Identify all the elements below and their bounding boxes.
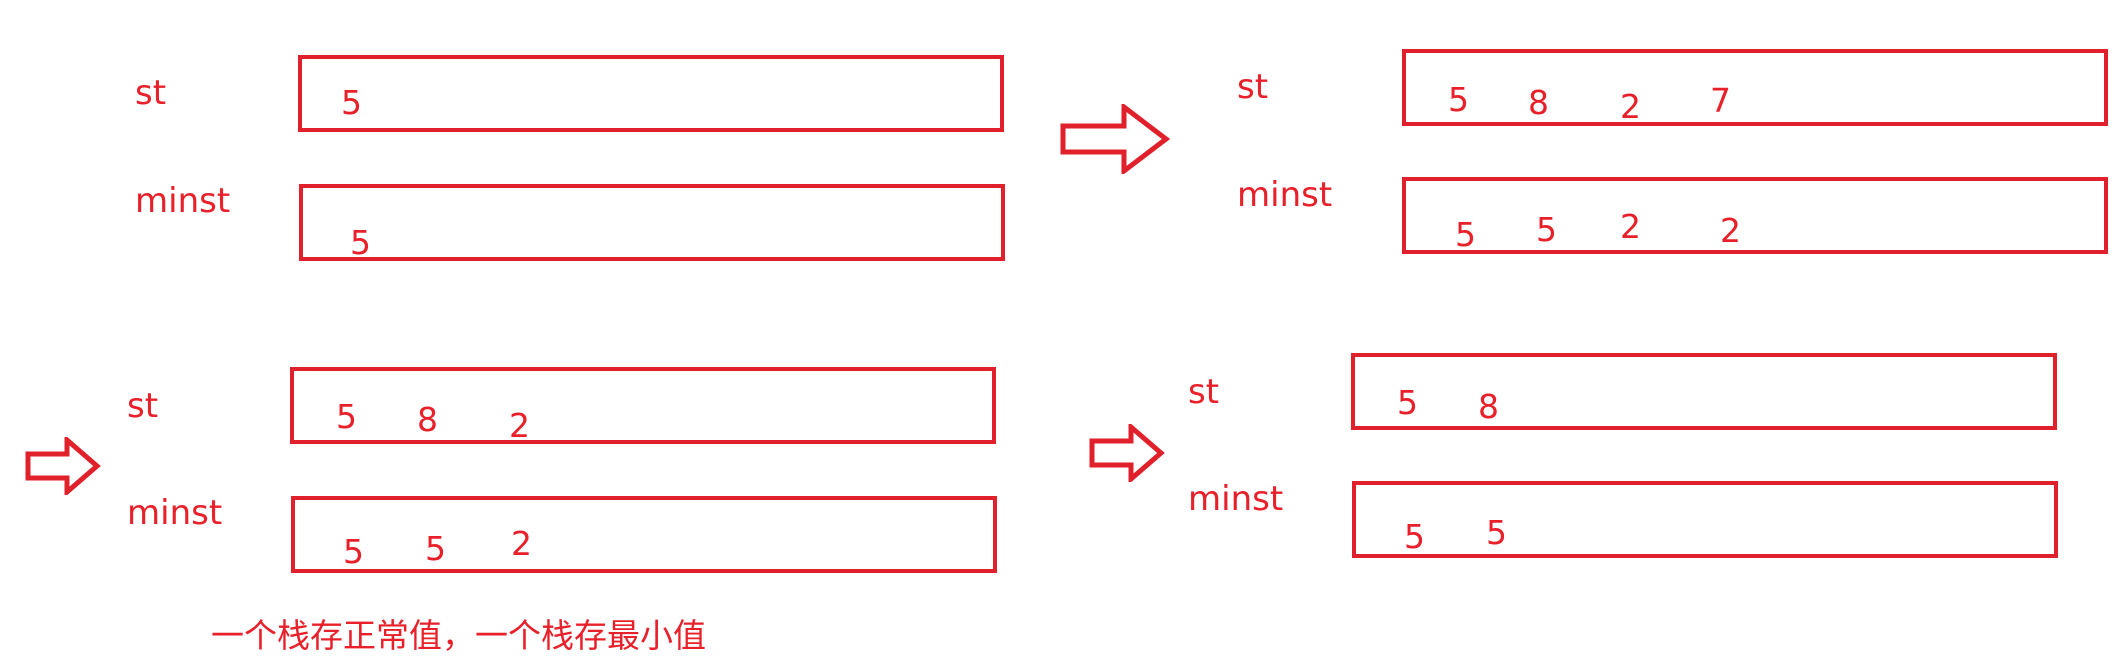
minst-value: 5	[1404, 517, 1425, 556]
st-value: 2	[509, 406, 530, 445]
st-value: 5	[336, 397, 357, 436]
minst-value: 5	[1536, 210, 1557, 249]
minst-label: minst	[1237, 175, 1333, 215]
st-label: st	[1188, 372, 1220, 412]
hollow-right-arrow-icon	[25, 437, 101, 495]
st-stack-box: 5	[298, 55, 1004, 132]
minst-stack-box: 5 5	[1352, 481, 2058, 558]
minst-label: minst	[1188, 479, 1284, 519]
minst-stack-box: 5 5 2	[291, 496, 997, 573]
minst-value: 5	[425, 529, 446, 568]
hollow-right-arrow-icon	[1089, 424, 1165, 482]
minst-value: 2	[1620, 207, 1641, 246]
st-stack-box: 5 8 2 7	[1402, 49, 2108, 126]
minst-value: 5	[1486, 513, 1507, 552]
st-label: st	[1237, 67, 1269, 107]
caption: 一个栈存正常值，一个栈存最小值	[211, 616, 706, 655]
minst-stack-box: 5 5 2 2	[1402, 177, 2108, 254]
minst-label: minst	[127, 493, 223, 533]
minst-value: 2	[511, 524, 532, 563]
st-value: 8	[1478, 387, 1499, 426]
st-value: 8	[1528, 83, 1549, 122]
st-label: st	[127, 386, 159, 426]
minst-value: 5	[1455, 215, 1476, 254]
minst-value: 2	[1720, 211, 1741, 250]
st-value: 5	[1448, 80, 1469, 119]
st-stack-box: 5 8 2	[290, 367, 996, 444]
minst-value: 5	[350, 223, 371, 262]
st-value: 5	[1397, 383, 1418, 422]
minst-label: minst	[135, 181, 231, 221]
minst-value: 5	[343, 532, 364, 571]
hollow-right-arrow-icon	[1060, 104, 1170, 174]
st-stack-box: 5 8	[1351, 353, 2057, 430]
st-value: 5	[341, 83, 362, 122]
st-value: 7	[1710, 81, 1731, 120]
minst-stack-box: 5	[299, 184, 1005, 261]
st-value: 2	[1620, 87, 1641, 126]
st-value: 8	[417, 400, 438, 439]
st-label: st	[135, 73, 167, 113]
